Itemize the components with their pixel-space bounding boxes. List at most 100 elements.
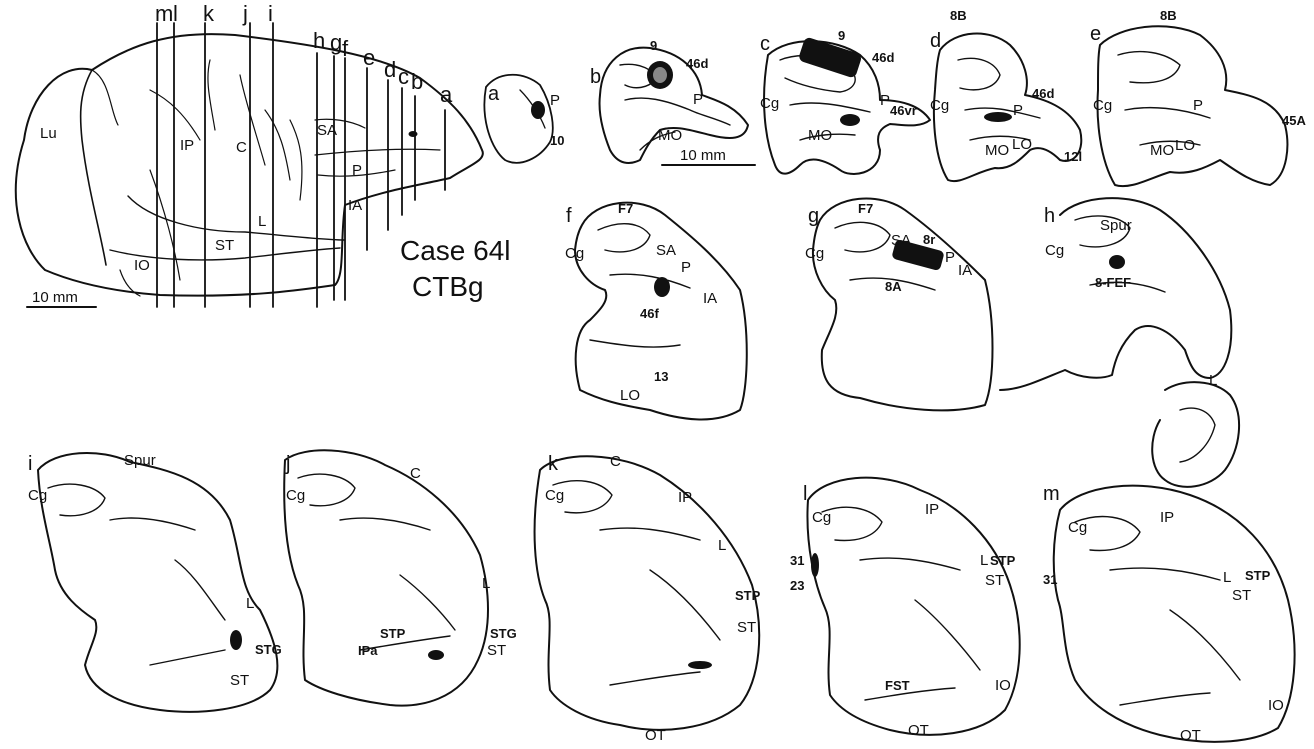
area-46f: 46f — [640, 306, 659, 321]
sulcus-cg: Cg — [760, 95, 779, 112]
sulcus-st: ST — [985, 572, 1004, 589]
area-stp: STP — [735, 588, 761, 603]
area-8b: 8B — [1160, 8, 1177, 23]
area-8b: 8B — [950, 8, 967, 23]
label-io: IO — [134, 257, 150, 274]
cluster-h — [1109, 255, 1125, 269]
lateral-view-labels: m l k j i h g f e d c b a Lu IP C SA P I… — [32, 1, 453, 306]
sulcus-mo: MO — [658, 127, 682, 144]
panel-letter-h: h — [1044, 205, 1055, 227]
area-stg: STG — [490, 626, 517, 641]
sulcus-p: P — [945, 249, 955, 266]
sulcus-cg: Cg — [1045, 242, 1064, 259]
slice-letter-g: g — [330, 30, 342, 55]
slice-letter-c: c — [398, 64, 409, 89]
sulcus-l: L — [980, 552, 988, 569]
sulcus-sa: SA — [891, 232, 911, 249]
sulcus-st: ST — [737, 619, 756, 636]
sulcus-io: IO — [995, 677, 1011, 694]
sulcus-cg: Cg — [1093, 97, 1112, 114]
sulcus-cg: Cg — [565, 245, 584, 262]
sulcus-l: L — [1223, 569, 1231, 586]
sulcus-lo: LO — [620, 387, 640, 404]
label-l: L — [258, 213, 266, 230]
sulcus-lo: LO — [1012, 136, 1032, 153]
panel-letter-j: j — [285, 453, 290, 475]
section-g-outline — [813, 199, 993, 411]
section-l-outline — [807, 478, 1019, 735]
area-12l: 12l — [1064, 149, 1082, 164]
sulcus-ip: IP — [925, 501, 939, 518]
scale-label-sections: 10 mm — [680, 147, 726, 164]
panel-d-labels: d 8B Cg 46d P MO LO 12l — [930, 8, 1082, 164]
slice-letter-b: b — [411, 69, 423, 94]
panel-letter-i: i — [28, 453, 32, 475]
area-31: 31 — [790, 553, 804, 568]
sulcus-mo: MO — [985, 142, 1009, 159]
area-46d: 46d — [1032, 86, 1054, 101]
sulcus-ia: IA — [958, 262, 972, 279]
sulcus-lo: LO — [1175, 137, 1195, 154]
sulcus-mo: MO — [808, 127, 832, 144]
area-8r: 8r — [923, 232, 935, 247]
panel-letter-b: b — [590, 66, 601, 88]
label-p: P — [352, 162, 362, 179]
slice-letter-m: m — [155, 1, 173, 26]
cluster-k — [688, 661, 712, 669]
area-8-fef: 8-FEF — [1095, 275, 1131, 290]
panel-b-labels: b 9 46d P MO — [590, 38, 708, 144]
slice-letter-l: l — [173, 1, 178, 26]
area-13: 13 — [654, 369, 668, 384]
area-46d: 46d — [872, 50, 894, 65]
area-8a: 8A — [885, 279, 902, 294]
slice-letter-f: f — [342, 36, 349, 61]
sulcus-ip: IP — [678, 489, 692, 506]
label-ia: IA — [348, 197, 362, 214]
sulcus-cg: Cg — [28, 487, 47, 504]
sulcus-st: ST — [230, 672, 249, 689]
cluster-j — [428, 650, 444, 660]
label-c: C — [236, 139, 247, 156]
sulcus-c: C — [410, 465, 421, 482]
panel-letter-g: g — [808, 205, 819, 227]
sulcus-l: L — [482, 575, 490, 592]
sulcus-sa: SA — [656, 242, 676, 259]
section-h-outline — [1000, 198, 1239, 487]
area-9: 9 — [650, 38, 657, 53]
area-stp: STP — [380, 626, 406, 641]
area-f7: F7 — [618, 201, 633, 216]
sulcus-p: P — [693, 91, 703, 108]
section-j-outline — [284, 450, 488, 705]
slice-letter-j: j — [242, 1, 248, 26]
panel-letter-k: k — [548, 453, 559, 475]
slice-letter-e: e — [363, 45, 375, 70]
cluster-a — [531, 101, 545, 119]
slice-letter-a: a — [440, 82, 453, 107]
area-fst: FST — [885, 678, 910, 693]
sulcus-c: C — [610, 453, 621, 470]
sulcus-ip: IP — [1160, 509, 1174, 526]
sulcus-p: P — [1013, 102, 1023, 119]
panel-g-labels: g F7 Cg SA 8r P IA 8A — [805, 201, 972, 294]
area-10: 10 — [550, 133, 564, 148]
panel-m-labels: m Cg IP 31 L STP ST IO OT — [1043, 483, 1284, 744]
panel-letter-a: a — [488, 83, 500, 105]
panel-i-labels: i Spur Cg L STG ST — [28, 452, 282, 689]
sulcus-p: P — [1193, 97, 1203, 114]
panel-e-labels: e 8B Cg P 45A MO LO — [1090, 8, 1306, 159]
slice-letter-h: h — [313, 28, 325, 53]
sulcus-cg: Cg — [286, 487, 305, 504]
panel-l-labels: l Cg IP 31 23 L STP ST FST IO OT — [790, 483, 1016, 739]
sulcus-p: P — [880, 92, 890, 109]
cluster-i — [230, 630, 242, 650]
area-ipa: IPa — [358, 643, 378, 658]
section-b-outline — [599, 48, 748, 163]
panel-letter-c: c — [760, 33, 770, 55]
panel-letter-f: f — [566, 205, 572, 227]
area-46vr: 46vr — [890, 103, 917, 118]
label-st: ST — [215, 237, 234, 254]
sulcus-st: ST — [487, 642, 506, 659]
area-stp: STP — [1245, 568, 1271, 583]
section-f-outline — [575, 203, 747, 420]
sulcus-spur: Spur — [124, 452, 156, 469]
